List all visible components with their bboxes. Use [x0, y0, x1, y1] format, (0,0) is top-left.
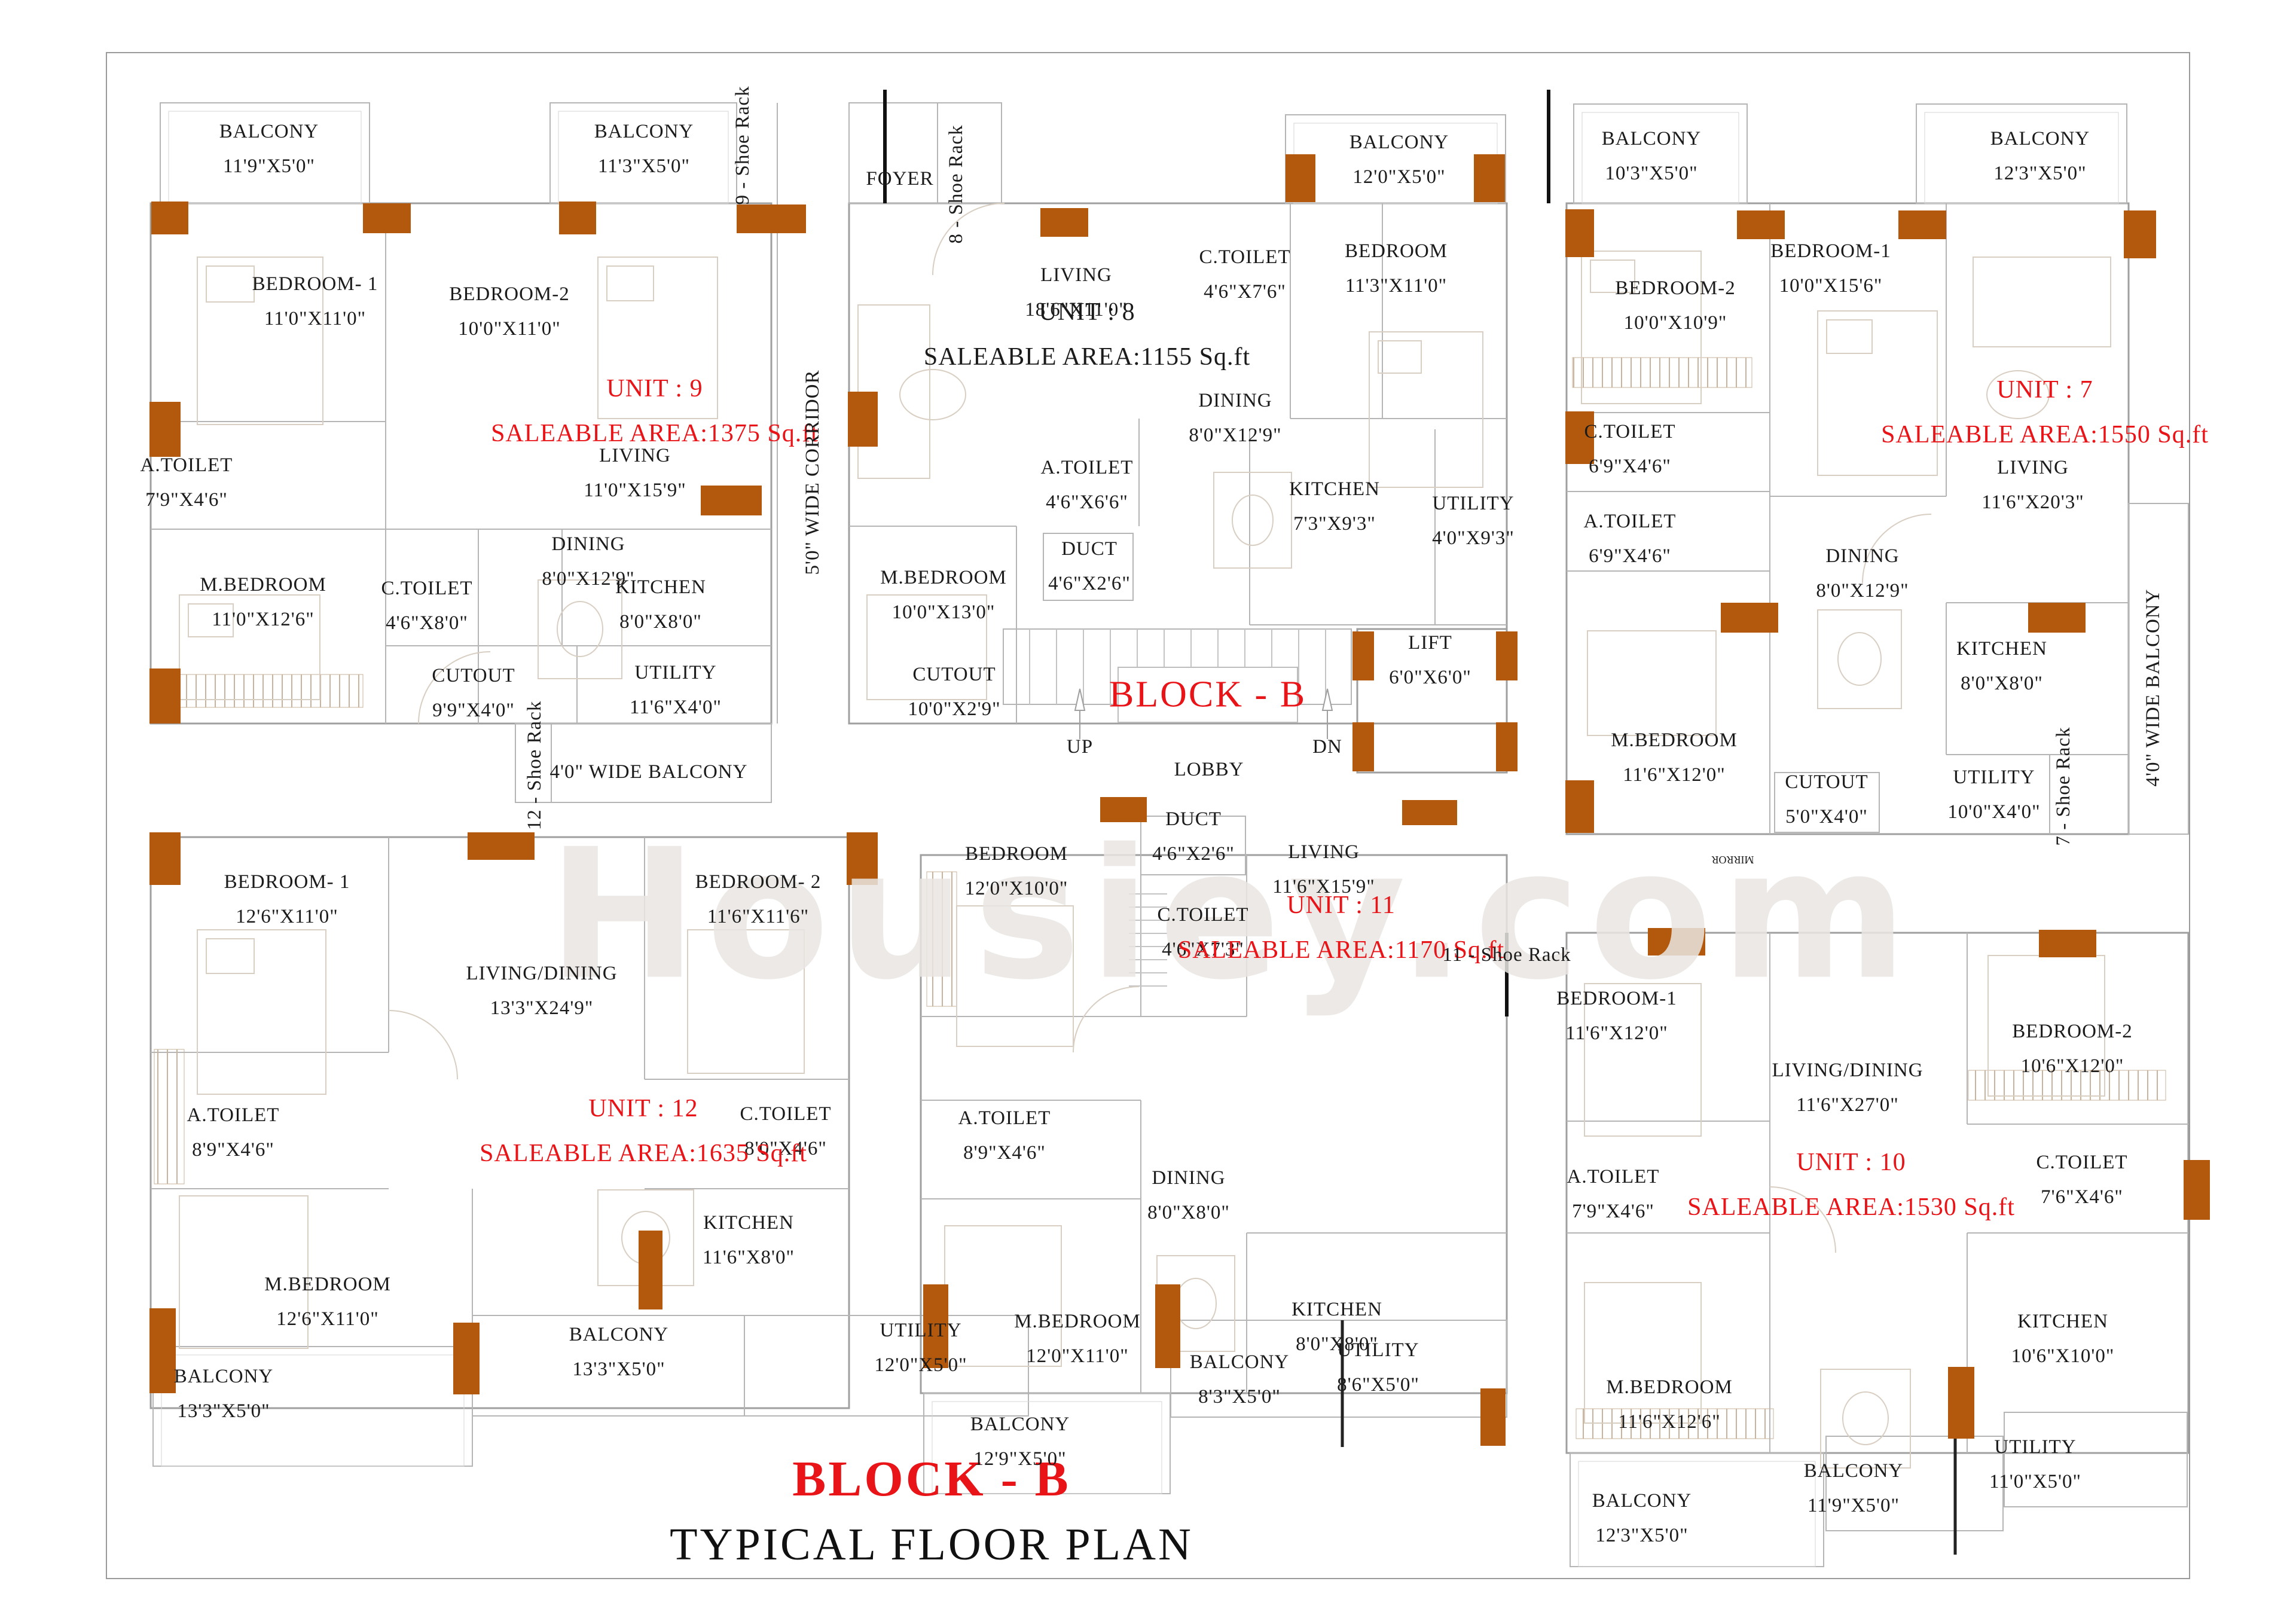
- annotation-8-shoe-rack: 8 - Shoe Rack: [945, 124, 967, 244]
- plan-title-block: BLOCK - B: [792, 1451, 1071, 1507]
- plan-title: BLOCK - B TYPICAL FLOOR PLAN: [670, 1450, 1193, 1571]
- annotation-9-shoe-rack: 9 - Shoe Rack: [732, 86, 754, 205]
- annotation-dn: DN: [1312, 736, 1342, 758]
- annotation-mirror: MIRROR: [1711, 854, 1754, 866]
- annotation-11-shoe-rack: 11 - Shoe Rack: [1442, 944, 1571, 966]
- room-label-foyer-u8: FOYER: [866, 168, 934, 190]
- annotation-5-0-wide-corridor: 5'0" WIDE CORRIDOR: [802, 370, 824, 575]
- annotation-4-0-wide-balcony: 4'0" WIDE BALCONY: [2142, 588, 2164, 787]
- watermark: Housiey.com: [547, 810, 1916, 1019]
- core-block-label: BLOCK - B: [1109, 674, 1307, 715]
- annotation-12-shoe-rack: 12 - Shoe Rack: [524, 700, 546, 831]
- annotation-lobby: LOBBY: [1174, 759, 1244, 781]
- annotation-up: UP: [1066, 736, 1094, 758]
- plan-title-sub: TYPICAL FLOOR PLAN: [670, 1519, 1193, 1570]
- annotation-4-0-wide-balcony: 4'0" WIDE BALCONY: [549, 761, 748, 783]
- annotation-7-shoe-rack: 7 - Shoe Rack: [2053, 726, 2075, 846]
